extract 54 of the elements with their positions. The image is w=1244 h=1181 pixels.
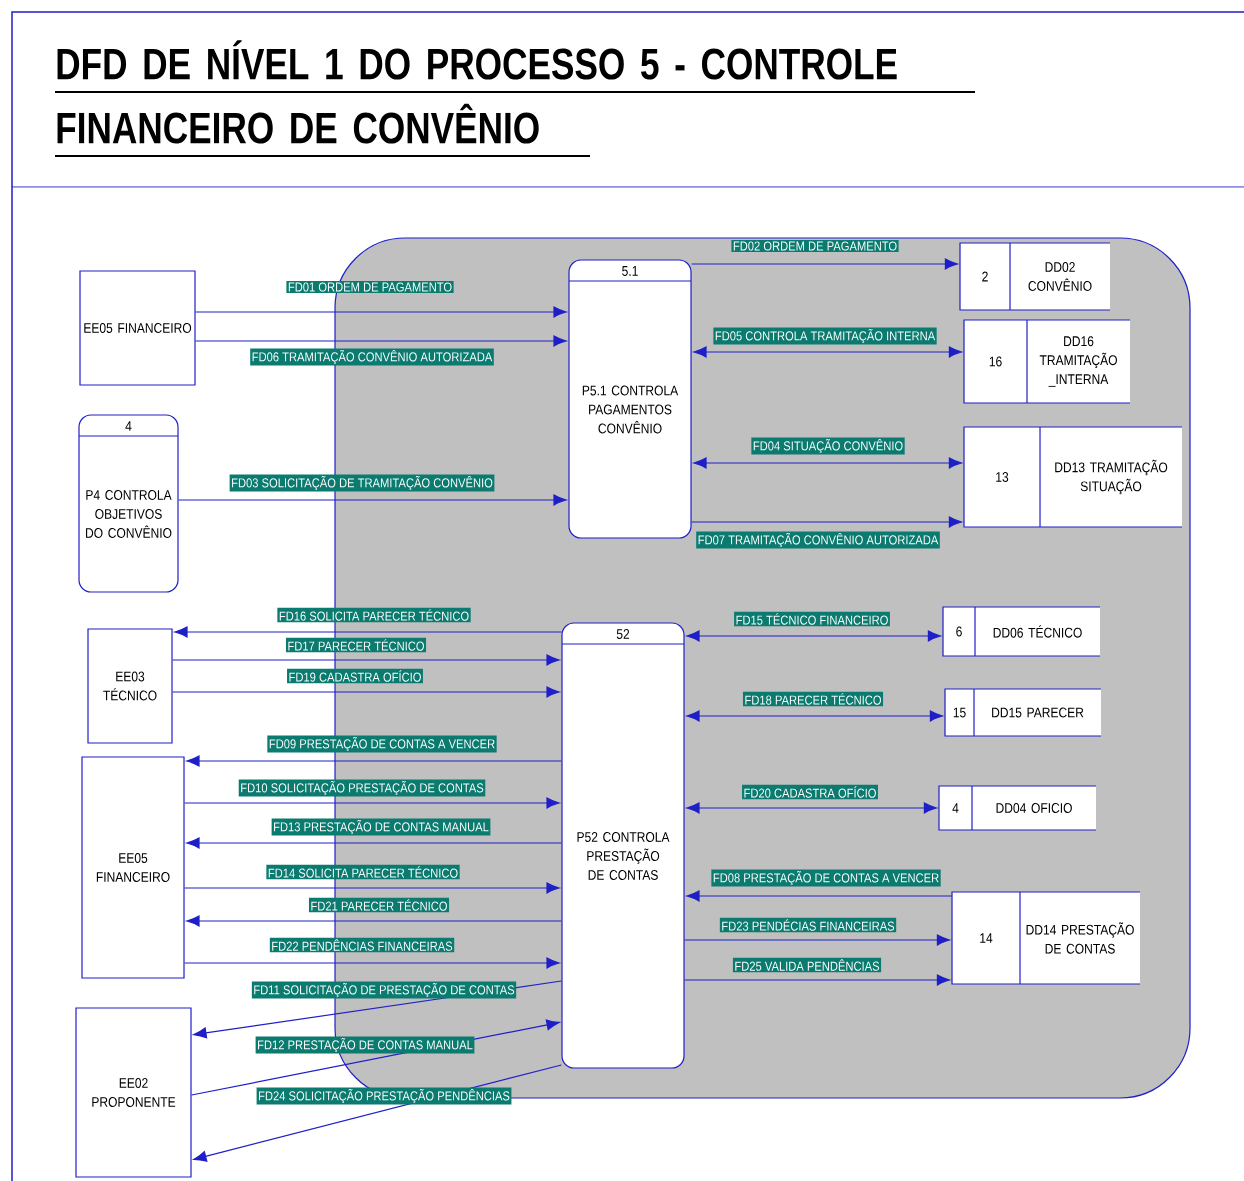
data-store: 13 DD13 TRAMITAÇÃO SITUAÇÃO (963, 426, 1183, 528)
arrow (178, 494, 567, 506)
arrow (172, 686, 560, 698)
arrow (195, 335, 567, 347)
edge-label: FD13 PRESTAÇÃO DE CONTAS MANUAL (271, 818, 491, 836)
arrow (186, 915, 562, 927)
edge-label: FD10 SOLICITAÇÃO PRESTAÇÃO DE CONTAS (238, 779, 486, 797)
arrow (691, 258, 959, 270)
data-store: 4 DD04 OFICIO (938, 785, 1097, 831)
arrow (684, 934, 951, 946)
edge-label: FD05 CONTROLA TRAMITAÇÃO INTERNA (713, 327, 937, 345)
arrow (686, 802, 938, 814)
arrow (686, 890, 953, 902)
arrow (184, 882, 560, 894)
arrow (184, 957, 560, 969)
data-store: 16 DD16 TRAMITAÇÃO _INTERNA (963, 319, 1131, 404)
process-box: 5.1 P5.1 CONTROLA PAGAMENTOS CONVÊNIO (568, 259, 692, 539)
data-store: 15 DD15 PARECER (944, 688, 1102, 737)
edge-label: FD03 SOLICITAÇÃO DE TRAMITAÇÃO CONVÊNIO (229, 474, 495, 492)
arrow (691, 516, 963, 528)
edge-label: FD14 SOLICITA PARECER TÉCNICO (266, 864, 460, 880)
arrow (686, 710, 944, 722)
arrow (174, 626, 562, 638)
edge-label: FD06 TRAMITAÇÃO CONVÊNIO AUTORIZADA (250, 348, 494, 366)
edge-label: FD12 PRESTAÇÃO DE CONTAS MANUAL (255, 1036, 475, 1054)
edge-label: FD07 TRAMITAÇÃO CONVÊNIO AUTORIZADA (696, 531, 940, 549)
title: DFD DE NÍVEL 1 DO PROCESSO 5 - CONTROLE FINANCEIRO DE CONVÊNIO (55, 40, 975, 158)
edge-label: FD22 PENDÊNCIAS FINANCEIRAS (269, 937, 455, 953)
edge-label: FD19 CADASTRA OFÍCIO (287, 668, 423, 684)
arrow (186, 837, 562, 849)
data-store: 14 DD14 PRESTAÇÃO DE CONTAS (951, 891, 1141, 985)
edge-label: FD09 PRESTAÇÃO DE CONTAS A VENCER (267, 735, 497, 753)
external-entity-box: EE05 FINANCEIRO (79, 270, 196, 386)
arrow (693, 346, 963, 358)
process-box: 4 P4 CONTROLA OBJETIVOS DO CONVÊNIO (78, 414, 179, 593)
arrow (693, 457, 963, 469)
process-box: 52 P52 CONTROLA PRESTAÇÃO DE CONTAS (561, 622, 685, 1069)
edge-label: FD17 PARECER TÉCNICO (285, 637, 427, 653)
edge-label: FD08 PRESTAÇÃO DE CONTAS A VENCER (711, 869, 941, 887)
external-entity-box: EE02 PROPONENTE (75, 1007, 192, 1178)
arrow (684, 974, 951, 986)
arrow (195, 306, 567, 318)
arrow (186, 755, 562, 767)
edge-label: FD11 SOLICITAÇÃO DE PRESTAÇÃO DE CONTAS (251, 981, 517, 999)
arrow (172, 654, 560, 666)
arrow (686, 630, 942, 642)
external-entity-box: EE03 TÉCNICO (87, 628, 173, 744)
external-entity-box: EE05 FINANCEIRO (81, 756, 185, 979)
edge-label: FD04 SITUAÇÃO CONVÊNIO (751, 437, 905, 455)
data-store: 6 DD06 TÉCNICO (942, 606, 1101, 657)
data-store: 2 DD02 CONVÊNIO (959, 242, 1111, 311)
edge-label: FD16 SOLICITA PARECER TÉCNICO (277, 607, 471, 623)
edge-label: FD24 SOLICITAÇÃO PRESTAÇÃO PENDÊNCIAS (256, 1087, 512, 1105)
arrow (184, 797, 560, 809)
